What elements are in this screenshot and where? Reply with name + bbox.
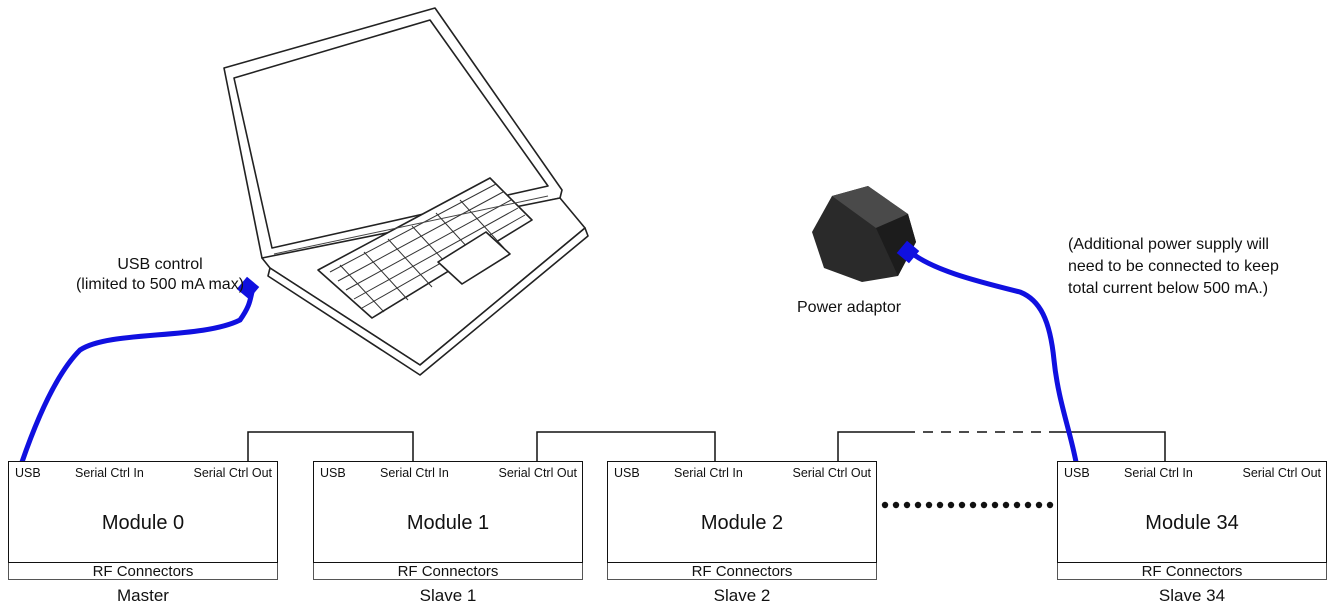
serial-out-port-label: Serial Ctrl Out	[498, 466, 578, 480]
serial-out-port-label: Serial Ctrl Out	[792, 466, 872, 480]
power-note-line1: (Additional power supply will	[1068, 236, 1269, 253]
continuation-dots	[881, 501, 1054, 509]
rf-connectors-bar: RF Connectors	[313, 563, 583, 580]
serial-in-port-label: Serial Ctrl In	[380, 466, 449, 480]
module-0: USB Serial Ctrl In Serial Ctrl Out Modul…	[8, 461, 278, 563]
module-1: USB Serial Ctrl In Serial Ctrl Out Modul…	[313, 461, 583, 563]
usb-control-line2: (limited to 500 mA max)	[75, 276, 245, 293]
usb-control-label: USB control (limited to 500 mA max)	[60, 255, 260, 295]
module-2: USB Serial Ctrl In Serial Ctrl Out Modul…	[607, 461, 877, 563]
usb-plug-adaptor-icon	[896, 240, 920, 264]
usb-control-line1: USB control	[117, 256, 203, 273]
usb-port-label: USB	[614, 466, 640, 480]
rf-connectors-bar: RF Connectors	[1057, 563, 1327, 580]
power-note-line2: need to be connected to keep	[1068, 258, 1279, 275]
serial-in-port-label: Serial Ctrl In	[75, 466, 144, 480]
module-role: Master	[117, 586, 169, 605]
module-title: Module 2	[700, 512, 784, 534]
serial-out-port-label: Serial Ctrl Out	[1242, 466, 1322, 480]
usb-port-label: USB	[15, 466, 41, 480]
usb-cable-laptop	[19, 289, 255, 465]
usb-plug-laptop-icon	[236, 276, 260, 300]
serial-in-port-label: Serial Ctrl In	[674, 466, 743, 480]
usb-cable-adaptor	[905, 247, 1079, 465]
laptop-icon	[223, 7, 589, 376]
module-role: Slave 2	[713, 586, 771, 605]
usb-port-label: USB	[320, 466, 346, 480]
serial-out-port-label: Serial Ctrl Out	[193, 466, 273, 480]
rf-connectors-bar: RF Connectors	[607, 563, 877, 580]
power-note-line3: total current below 500 mA.)	[1068, 280, 1269, 297]
serial-in-port-label: Serial Ctrl In	[1124, 466, 1193, 480]
serial-chain	[247, 431, 1166, 461]
module-34: USB Serial Ctrl In Serial Ctrl Out Modul…	[1057, 461, 1327, 563]
rf-connectors-bar: RF Connectors	[8, 563, 278, 580]
module-title: Module 34	[1145, 512, 1239, 534]
power-adaptor-label: Power adaptor	[797, 299, 902, 316]
module-title: Module 0	[101, 512, 185, 534]
power-note: (Additional power supply will need to be…	[1068, 234, 1279, 300]
module-role: Slave 34	[1158, 586, 1226, 605]
module-title: Module 1	[406, 512, 490, 534]
module-role: Slave 1	[419, 586, 477, 605]
usb-port-label: USB	[1064, 466, 1090, 480]
power-adaptor-icon	[812, 186, 916, 282]
